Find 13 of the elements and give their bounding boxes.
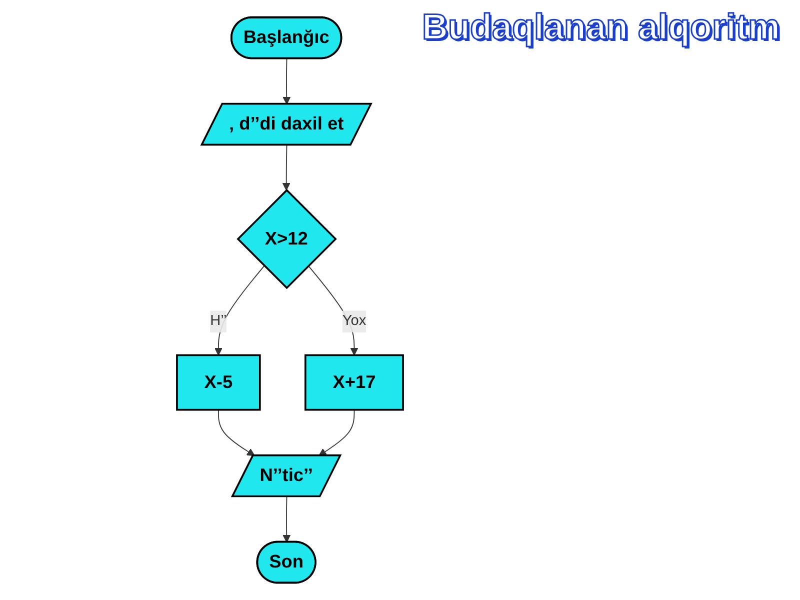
arrow <box>214 265 265 356</box>
slide-title: Budaqlanan alqoritm <box>422 6 780 48</box>
edge-label: H’’ <box>210 313 227 329</box>
node-box: X-5 <box>176 354 261 411</box>
arrow <box>318 409 355 456</box>
node-diamond: X>12 <box>236 188 337 290</box>
arrow <box>282 496 291 543</box>
arrow <box>282 144 290 191</box>
edge-label: Yox <box>342 313 366 329</box>
arrow <box>282 58 291 105</box>
node-box: X+17 <box>304 354 404 411</box>
arrow <box>308 265 358 356</box>
arrow <box>218 409 255 456</box>
